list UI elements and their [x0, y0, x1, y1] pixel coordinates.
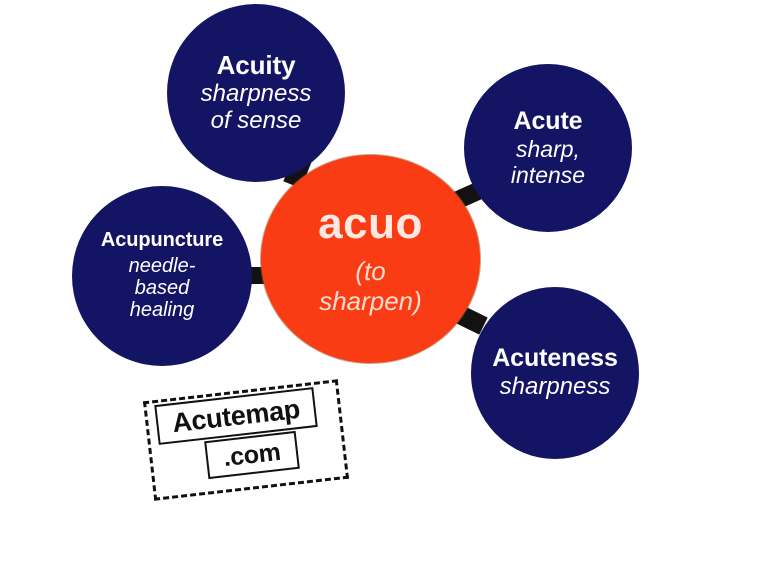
node-acupuncture-definition: needle- based healing [128, 254, 196, 322]
node-acuteness[interactable]: Acuteness sharpness [471, 287, 639, 459]
node-acupuncture[interactable]: Acupuncture needle- based healing [72, 186, 252, 366]
node-acuity-title: Acuity [216, 50, 296, 81]
node-acuity-definition: sharpness of sense [200, 80, 312, 135]
center-definition: (to sharpen) [319, 255, 422, 316]
node-acute-title: Acute [513, 106, 583, 135]
node-center-acuo[interactable]: acuo (to sharpen) [261, 155, 480, 363]
node-acute-definition: sharp, intense [510, 135, 586, 188]
center-word: acuo [318, 198, 423, 248]
node-acuteness-definition: sharpness [499, 373, 611, 401]
node-acuity[interactable]: Acuity sharpness of sense [167, 4, 345, 182]
node-acupuncture-title: Acupuncture [100, 229, 224, 252]
watermark-stamp: Acutemap .com [142, 379, 350, 501]
node-acute[interactable]: Acute sharp, intense [464, 64, 632, 232]
node-acuteness-title: Acuteness [492, 344, 618, 373]
